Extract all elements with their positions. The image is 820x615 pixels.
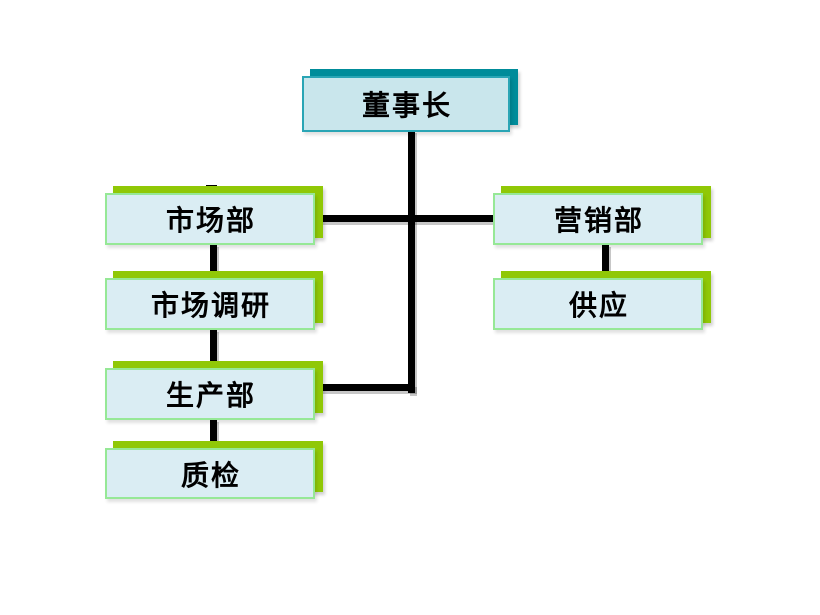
node-production: 生产部 <box>105 361 323 420</box>
node-quality-box: 质检 <box>105 448 315 499</box>
connector-research-production <box>210 329 217 369</box>
node-chairman: 董事长 <box>302 69 518 132</box>
node-research: 市场调研 <box>105 271 323 330</box>
node-supply: 供应 <box>493 271 711 330</box>
connector-trunk-production <box>320 384 415 391</box>
node-research-box: 市场调研 <box>105 278 315 330</box>
connector-marketing-sales <box>320 215 495 222</box>
node-sales: 营销部 <box>493 186 711 245</box>
node-supply-box: 供应 <box>493 278 703 330</box>
node-production-box: 生产部 <box>105 368 315 420</box>
connector-chairman-trunk <box>408 130 415 393</box>
node-marketing: 市场部 <box>105 186 323 245</box>
node-quality: 质检 <box>105 441 323 499</box>
connector-production-quality <box>210 419 217 449</box>
connector-marketing-research <box>210 244 217 279</box>
node-sales-box: 营销部 <box>493 193 703 245</box>
node-marketing-box: 市场部 <box>105 193 315 245</box>
node-chairman-box: 董事长 <box>302 76 510 132</box>
connector-sales-supply <box>602 244 609 279</box>
